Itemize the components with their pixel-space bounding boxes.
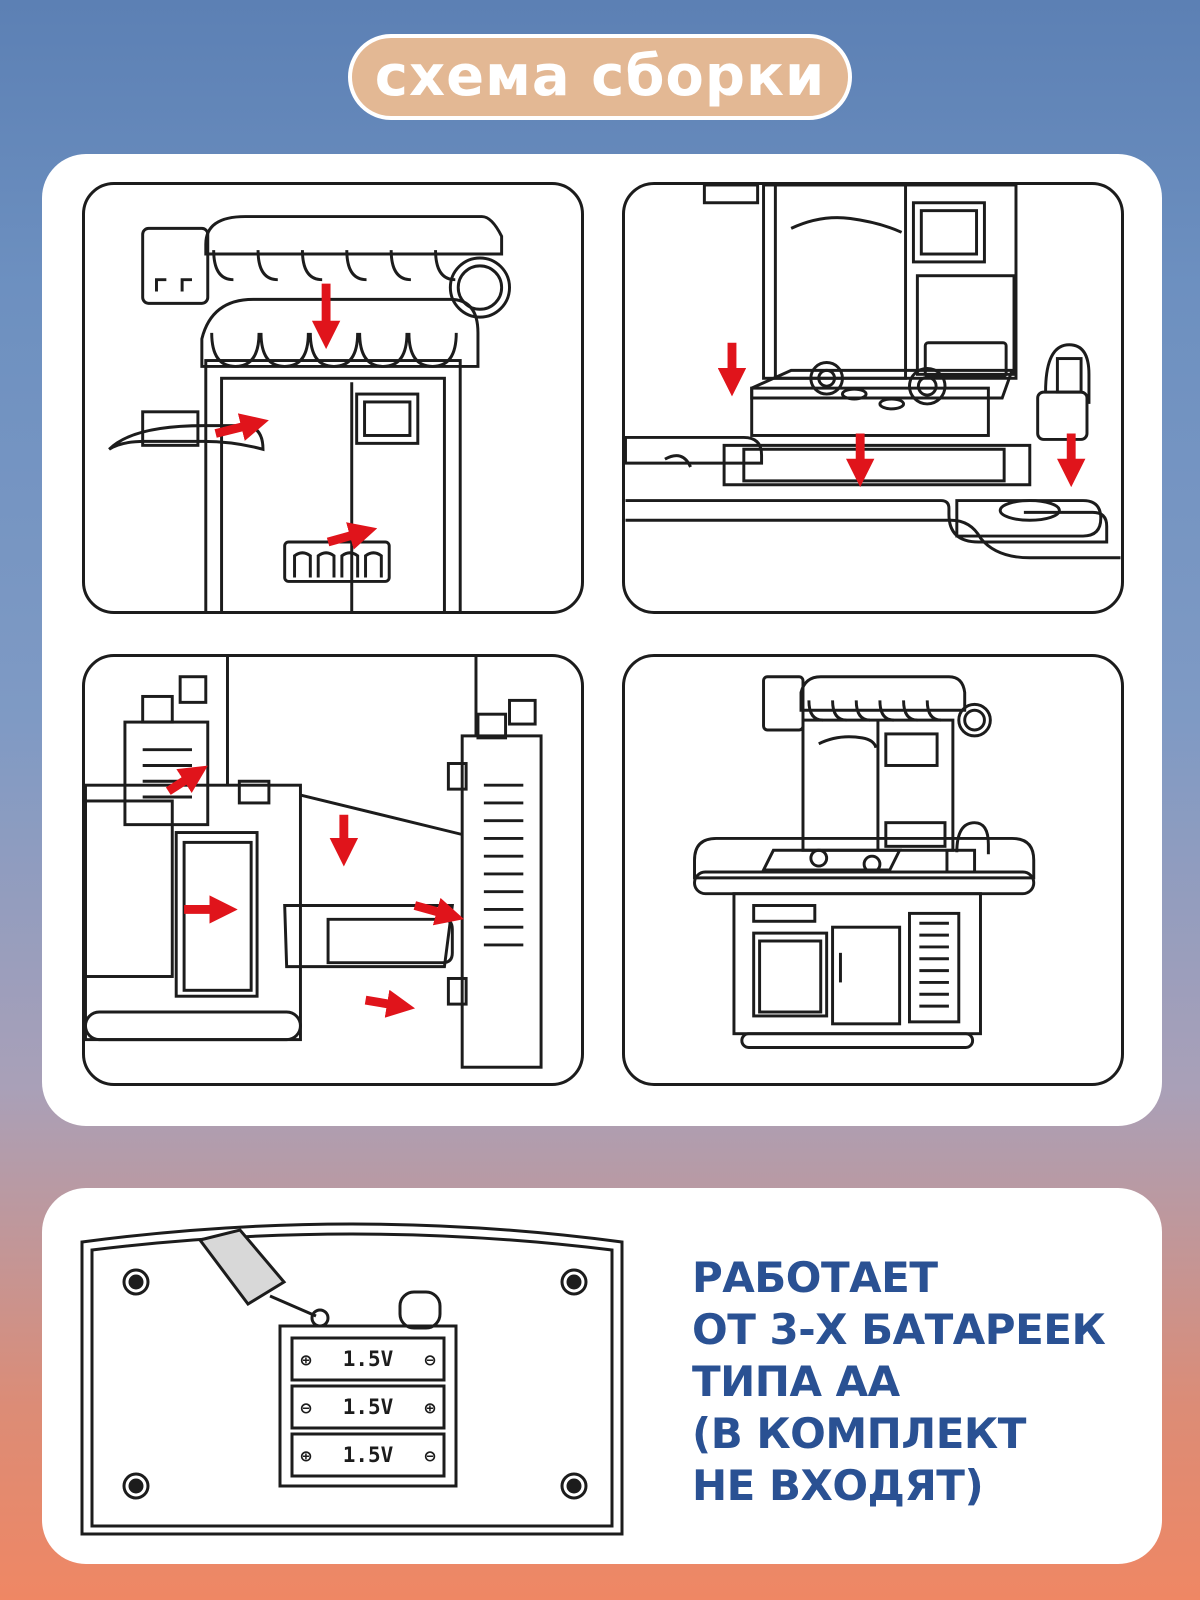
step-2-panel [622,182,1124,614]
battery-cell-label: 1.5V [343,1443,394,1467]
step-4-illustration [693,675,1036,1049]
battery-note-line: РАБОТАЕТ [692,1253,938,1302]
battery-minus-terminal: ⊖ [301,1398,312,1419]
battery-requirement-note: РАБОТАЕТ ОТ 3-Х БАТАРЕЕК ТИПА АА (В КОМП… [692,1252,1132,1512]
battery-plus-terminal: ⊕ [425,1398,436,1419]
title-banner: схема сборки [348,34,852,120]
step-1-panel [82,182,584,614]
assembly-steps-card [42,154,1162,1126]
battery-plus-terminal: ⊕ [301,1446,312,1467]
battery-minus-terminal: ⊖ [425,1446,436,1467]
step-2-illustration [625,185,1121,560]
battery-note-line: ТИПА АА [692,1357,900,1406]
step-3-panel [82,654,584,1086]
battery-note-line: (В КОМПЛЕКТ [692,1409,1026,1458]
battery-plus-terminal: ⊕ [301,1350,312,1371]
page-title: схема сборки [374,44,826,109]
battery-info-card: 1.5V 1.5V 1.5V ⊕ ⊖ ⊖ ⊕ ⊕ ⊖ РАБОТАЕТ ОТ 3… [42,1188,1162,1564]
battery-note-line: ОТ 3-Х БАТАРЕЕК [692,1305,1106,1354]
battery-note-line: НЕ ВХОДЯТ) [692,1461,984,1510]
battery-minus-terminal: ⊖ [425,1350,436,1371]
step-1-illustration [108,215,511,611]
step-3-illustration [85,657,543,1069]
battery-cell-label: 1.5V [343,1347,394,1371]
battery-compartment-illustration: 1.5V 1.5V 1.5V ⊕ ⊖ ⊖ ⊕ ⊕ ⊖ [80,1222,624,1536]
step-4-panel [622,654,1124,1086]
battery-cell-label: 1.5V [343,1395,394,1419]
